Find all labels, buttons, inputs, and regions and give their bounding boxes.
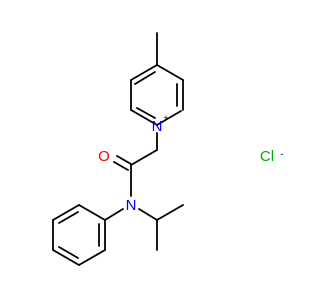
bond-ph-1 [78, 204, 106, 221]
bond-carbonyl-o-a [116, 155, 132, 165]
bond-n-ch [138, 208, 158, 221]
bond-ring-top-left-inner [134, 71, 156, 85]
bond-ring-bottom-left-inner [136, 107, 156, 119]
bond-n-phenyl [104, 208, 124, 221]
bond-ph-2 [52, 204, 80, 221]
carbonyl-oxygen-label: O [98, 148, 110, 165]
bond-ph-2-inner [58, 211, 79, 224]
chloride-charge-label: - [281, 149, 284, 159]
pyridinium-nitrogen-label: N [152, 118, 163, 135]
bond-ph-5 [78, 249, 106, 266]
molecule-structure: N + O N Cl - [52, 32, 284, 266]
bond-ph-4-inner [58, 246, 79, 259]
bond-ring-bottom-right [156, 110, 182, 126]
bond-carbonyl-o-b [113, 161, 129, 171]
bond-ring-top-left [130, 64, 158, 81]
atom-labels: N + O N Cl - [98, 113, 283, 214]
bond-ring-top-right [156, 64, 184, 81]
chloride-label: Cl [260, 148, 274, 165]
pyridinium-charge-label: + [163, 113, 168, 123]
bond-ring-bottom-left [130, 109, 158, 126]
bond-ch-me-right [156, 204, 184, 221]
bond-ph-4 [52, 249, 80, 266]
bond-lines [52, 32, 184, 266]
bond-ch2-carbonyl [130, 149, 158, 166]
amide-nitrogen-label: N [126, 197, 137, 214]
